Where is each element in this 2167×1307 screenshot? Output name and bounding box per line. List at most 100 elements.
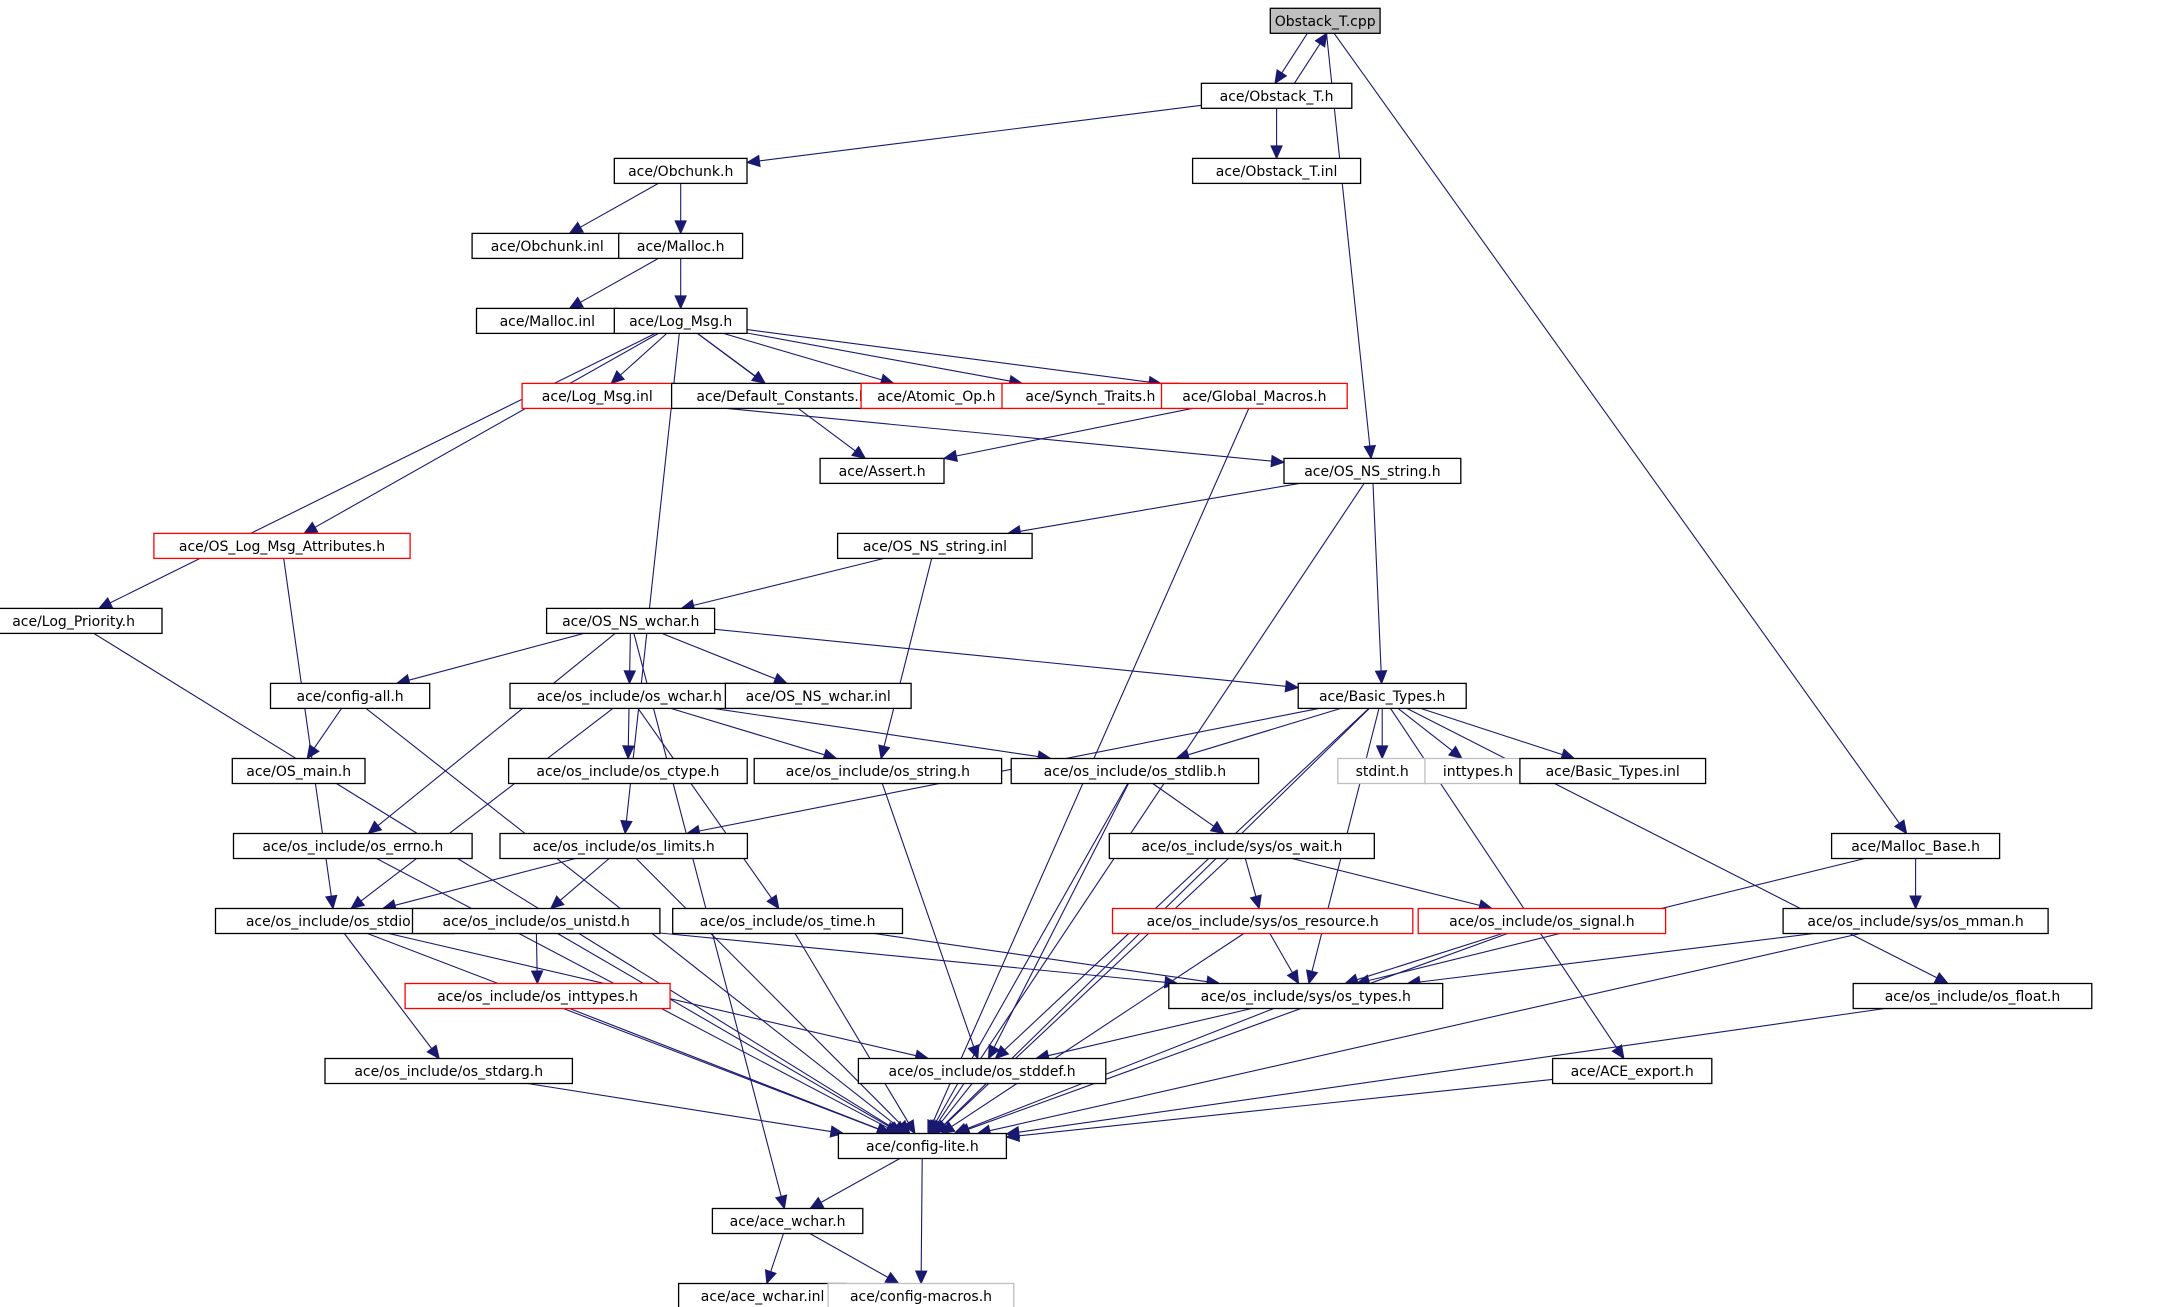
graph-node-sys-os-wait-h[interactable]: ace/os_include/sys/os_wait.h bbox=[1108, 832, 1375, 860]
graph-node-assert-h[interactable]: ace/Assert.h bbox=[819, 457, 945, 485]
graph-node-os-ns-wchar-inl[interactable]: ace/OS_NS_wchar.inl bbox=[724, 682, 912, 710]
node-box bbox=[404, 982, 671, 1010]
arrowhead bbox=[1249, 894, 1262, 910]
node-label: ace/os_include/os_stddef.h bbox=[889, 1064, 1076, 1080]
edge-line bbox=[794, 933, 909, 1124]
node-label: ace/OS_NS_wchar.h bbox=[562, 614, 699, 630]
edge-line bbox=[770, 1233, 785, 1272]
include-edge bbox=[914, 1158, 928, 1285]
node-label: stdint.h bbox=[1356, 764, 1409, 780]
node-box bbox=[819, 457, 945, 485]
graph-node-os-signal-h[interactable]: ace/os_include/os_signal.h bbox=[1417, 907, 1667, 935]
graph-node-malloc-h[interactable]: ace/Malloc.h bbox=[618, 232, 744, 260]
graph-node-ace-wchar-h[interactable]: ace/ace_wchar.h bbox=[711, 1207, 864, 1235]
include-edge bbox=[1244, 858, 1262, 910]
arrowhead bbox=[568, 221, 585, 235]
include-edge bbox=[1270, 108, 1283, 160]
graph-node-default-constants-h[interactable]: ace/Default_Constants.h bbox=[670, 382, 894, 410]
node-box bbox=[0, 607, 163, 635]
edge-line bbox=[557, 933, 891, 1128]
graph-node-os-errno-h[interactable]: ace/os_include/os_errno.h bbox=[232, 832, 473, 860]
graph-node-sys-os-resource-h[interactable]: ace/os_include/sys/os_resource.h bbox=[1111, 907, 1414, 935]
graph-node-basic-types-h[interactable]: ace/Basic_Types.h bbox=[1297, 682, 1467, 710]
graph-node-os-float-h[interactable]: ace/os_include/os_float.h bbox=[1852, 982, 2093, 1010]
node-label: ace/os_include/sys/os_types.h bbox=[1201, 989, 1411, 1005]
graph-node-os-ctype-h[interactable]: ace/os_include/os_ctype.h bbox=[507, 757, 748, 785]
graph-node-os-inttypes-h[interactable]: ace/os_include/os_inttypes.h bbox=[404, 982, 671, 1010]
node-label: ace/Basic_Types.inl bbox=[1546, 764, 1680, 780]
arrowhead bbox=[1314, 32, 1328, 48]
node-label: inttypes.h bbox=[1443, 764, 1513, 780]
edge-line bbox=[1244, 858, 1257, 897]
graph-node-os-ns-wchar-h[interactable]: ace/OS_NS_wchar.h bbox=[545, 607, 716, 635]
include-edge bbox=[723, 332, 895, 386]
include-edge bbox=[809, 1233, 900, 1285]
arrowhead bbox=[623, 670, 637, 685]
arrowhead bbox=[764, 1269, 777, 1285]
arrowhead bbox=[931, 1119, 946, 1135]
graph-node-os-log-msg-attributes-h[interactable]: ace/OS_Log_Msg_Attributes.h bbox=[153, 532, 411, 560]
graph-node-os-stdarg-h[interactable]: ace/os_include/os_stdarg.h bbox=[324, 1057, 574, 1085]
edge-line bbox=[1018, 1078, 1553, 1137]
include-edge bbox=[674, 258, 687, 310]
graph-node-obchunk-h[interactable]: ace/Obchunk.h bbox=[613, 157, 748, 185]
graph-node-config-lite-h[interactable]: ace/config-lite.h bbox=[837, 1132, 1008, 1160]
include-edge bbox=[549, 858, 610, 910]
node-box bbox=[724, 682, 912, 710]
node-label: ace/os_include/os_wchar.h bbox=[537, 689, 722, 705]
edge-line bbox=[951, 933, 1245, 1128]
node-box bbox=[1111, 907, 1414, 935]
graph-node-sys-os-types-h[interactable]: ace/os_include/sys/os_types.h bbox=[1168, 982, 1444, 1010]
graph-node-os-unistd-h[interactable]: ace/os_include/os_unistd.h bbox=[411, 907, 661, 935]
include-edge bbox=[881, 783, 980, 1060]
node-box bbox=[1168, 982, 1444, 1010]
graph-node-obchunk-inl[interactable]: ace/Obchunk.inl bbox=[471, 232, 624, 260]
edge-line bbox=[1372, 483, 1382, 671]
graph-node-malloc-base-h[interactable]: ace/Malloc_Base.h bbox=[1830, 832, 2001, 860]
graph-node-synch-traits-h[interactable]: ace/Synch_Traits.h bbox=[1001, 382, 1180, 410]
arrowhead bbox=[610, 369, 626, 385]
edge-line bbox=[670, 707, 825, 756]
edge-line bbox=[1420, 707, 1563, 756]
graph-node-config-macros-h: ace/config-macros.h bbox=[827, 1282, 1015, 1307]
graph-node-os-limits-h[interactable]: ace/os_include/os_limits.h bbox=[499, 832, 749, 860]
include-edge bbox=[557, 933, 902, 1135]
graph-node-malloc-inl[interactable]: ace/Malloc.inl bbox=[475, 307, 619, 335]
graph-node-os-include-os-wchar-h[interactable]: ace/os_include/os_wchar.h bbox=[509, 682, 750, 710]
arrowhead bbox=[622, 745, 635, 760]
graph-node-config-all-h[interactable]: ace/config-all.h bbox=[269, 682, 431, 710]
graph-node-os-string-h[interactable]: ace/os_include/os_string.h bbox=[753, 757, 1003, 785]
graph-node-os-ns-string-inl[interactable]: ace/OS_NS_string.inl bbox=[836, 532, 1033, 560]
graph-node-ace-wchar-inl[interactable]: ace/ace_wchar.inl bbox=[677, 1282, 848, 1307]
edge-line bbox=[408, 632, 585, 681]
edge-line bbox=[1333, 32, 1900, 824]
include-edge bbox=[764, 1233, 785, 1285]
graph-node-os-stdlib-h[interactable]: ace/os_include/os_stdlib.h bbox=[1010, 757, 1260, 785]
graph-node-log-priority-h[interactable]: ace/Log_Priority.h bbox=[0, 607, 163, 635]
node-box bbox=[753, 757, 1003, 785]
graph-node-global-macros-h[interactable]: ace/Global_Macros.h bbox=[1160, 382, 1348, 410]
graph-node-atomic-op-h[interactable]: ace/Atomic_Op.h bbox=[860, 382, 1013, 410]
include-edge bbox=[1034, 1007, 1252, 1062]
graph-node-basic-types-inl[interactable]: ace/Basic_Types.inl bbox=[1519, 757, 1707, 785]
edge-line bbox=[993, 783, 1129, 1048]
arrowhead bbox=[745, 154, 761, 168]
graph-node-obstack-t-cpp[interactable]: Obstack_T.cpp bbox=[1269, 7, 1381, 34]
edge-line bbox=[109, 332, 656, 604]
nodes-layer: Obstack_T.cpp ace/Obstack_T.h ace/Obchunk.… bbox=[0, 7, 2093, 1307]
graph-node-os-time-h[interactable]: ace/os_include/os_time.h bbox=[672, 907, 904, 935]
node-label: ace/ace_wchar.inl bbox=[701, 1289, 825, 1305]
edge-line bbox=[620, 332, 668, 376]
graph-node-os-main-h[interactable]: ace/OS_main.h bbox=[231, 757, 366, 785]
graph-node-ace-export-h[interactable]: ace/ACE_export.h bbox=[1551, 1057, 1713, 1085]
include-edge bbox=[942, 407, 1193, 463]
graph-node-sys-os-mman-h[interactable]: ace/os_include/sys/os_mman.h bbox=[1782, 907, 2049, 935]
include-edge bbox=[680, 557, 885, 612]
edge-line bbox=[343, 933, 433, 1049]
graph-node-obstack-t-inl[interactable]: ace/Obstack_T.inl bbox=[1191, 157, 1362, 185]
graph-node-log-msg-inl[interactable]: ace/Log_Msg.inl bbox=[521, 382, 674, 410]
graph-node-os-stddef-h[interactable]: ace/os_include/os_stddef.h bbox=[857, 1057, 1107, 1085]
graph-node-obstack-t-h[interactable]: ace/Obstack_T.h bbox=[1200, 82, 1353, 109]
graph-node-os-ns-string-h[interactable]: ace/OS_NS_string.h bbox=[1283, 457, 1462, 485]
graph-node-log-msg-h[interactable]: ace/Log_Msg.h bbox=[613, 307, 748, 335]
